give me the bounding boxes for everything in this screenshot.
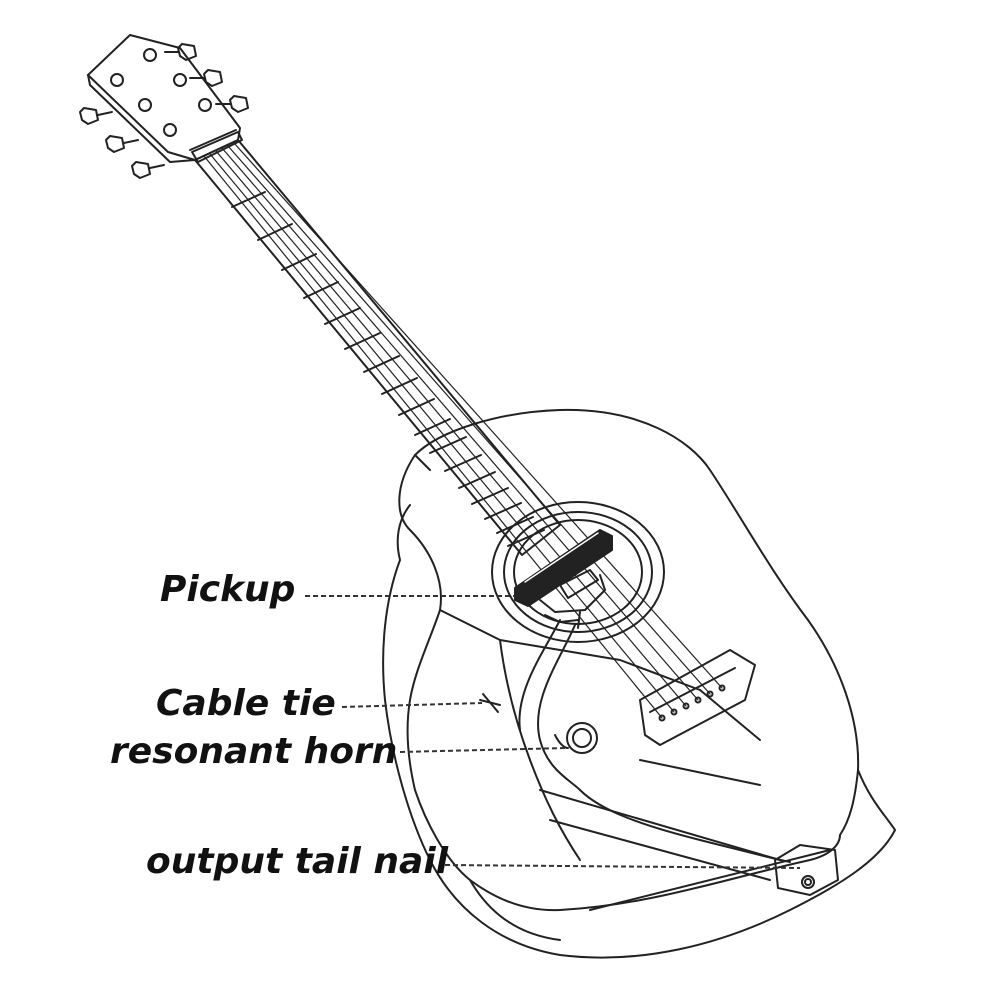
- leader-lines: [305, 595, 801, 869]
- guitar-body: [382, 408, 896, 959]
- tuning-keys: [79, 43, 249, 179]
- label-output-tail-nail: output tail nail: [146, 841, 449, 882]
- pickup: [514, 529, 613, 629]
- leader-line-output-tail-nail: [444, 864, 801, 869]
- headstock: [87, 34, 243, 163]
- soundhole: [491, 501, 665, 643]
- leader-line-resonant-horn: [399, 747, 568, 753]
- strings: [203, 142, 723, 719]
- leader-line-cable-tie: [341, 702, 483, 708]
- label-resonant-horn: resonant horn: [110, 731, 398, 772]
- bridge: [639, 649, 756, 746]
- label-pickup: Pickup: [160, 569, 296, 610]
- label-cable-tie: Cable tie: [156, 683, 336, 724]
